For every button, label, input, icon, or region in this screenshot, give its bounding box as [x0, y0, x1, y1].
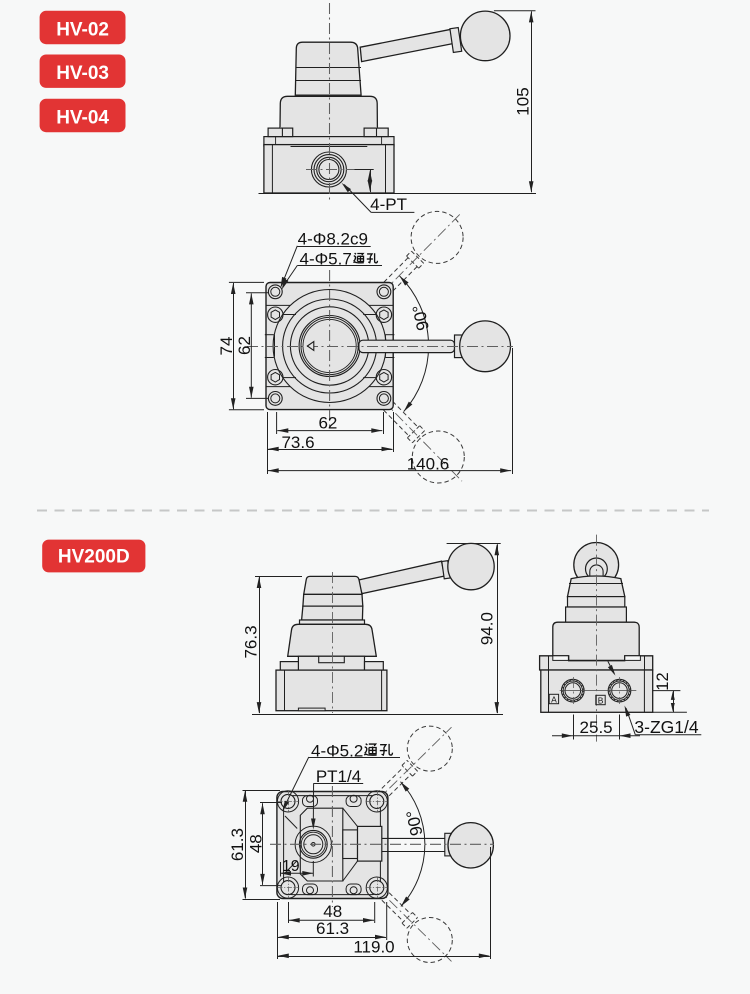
svg-text:HV-02: HV-02 [56, 20, 109, 41]
svg-text:HV-03: HV-03 [56, 63, 109, 84]
svg-text:94.0: 94.0 [477, 612, 496, 645]
svg-text:74: 74 [217, 337, 236, 356]
svg-text:61.3: 61.3 [316, 919, 349, 938]
svg-text:4-Φ8.2c9: 4-Φ8.2c9 [298, 230, 368, 249]
svg-text:140.6: 140.6 [407, 454, 450, 473]
svg-text:HV200D: HV200D [58, 547, 130, 568]
svg-text:HV-04: HV-04 [56, 108, 109, 129]
svg-text:A: A [551, 694, 557, 704]
svg-text:62: 62 [235, 336, 254, 355]
svg-text:62: 62 [318, 414, 337, 433]
svg-text:105: 105 [514, 87, 533, 115]
svg-text:48: 48 [246, 834, 265, 853]
svg-text:61.3: 61.3 [228, 828, 247, 861]
svg-text:76.3: 76.3 [242, 625, 261, 658]
svg-text:4-PT: 4-PT [370, 195, 407, 214]
svg-text:B: B [598, 695, 604, 705]
svg-text:3-ZG1/4: 3-ZG1/4 [634, 717, 698, 737]
svg-text:12: 12 [654, 672, 672, 690]
svg-text:73.6: 73.6 [281, 433, 314, 452]
svg-text:25.5: 25.5 [580, 718, 613, 737]
svg-text:119.0: 119.0 [353, 937, 394, 956]
